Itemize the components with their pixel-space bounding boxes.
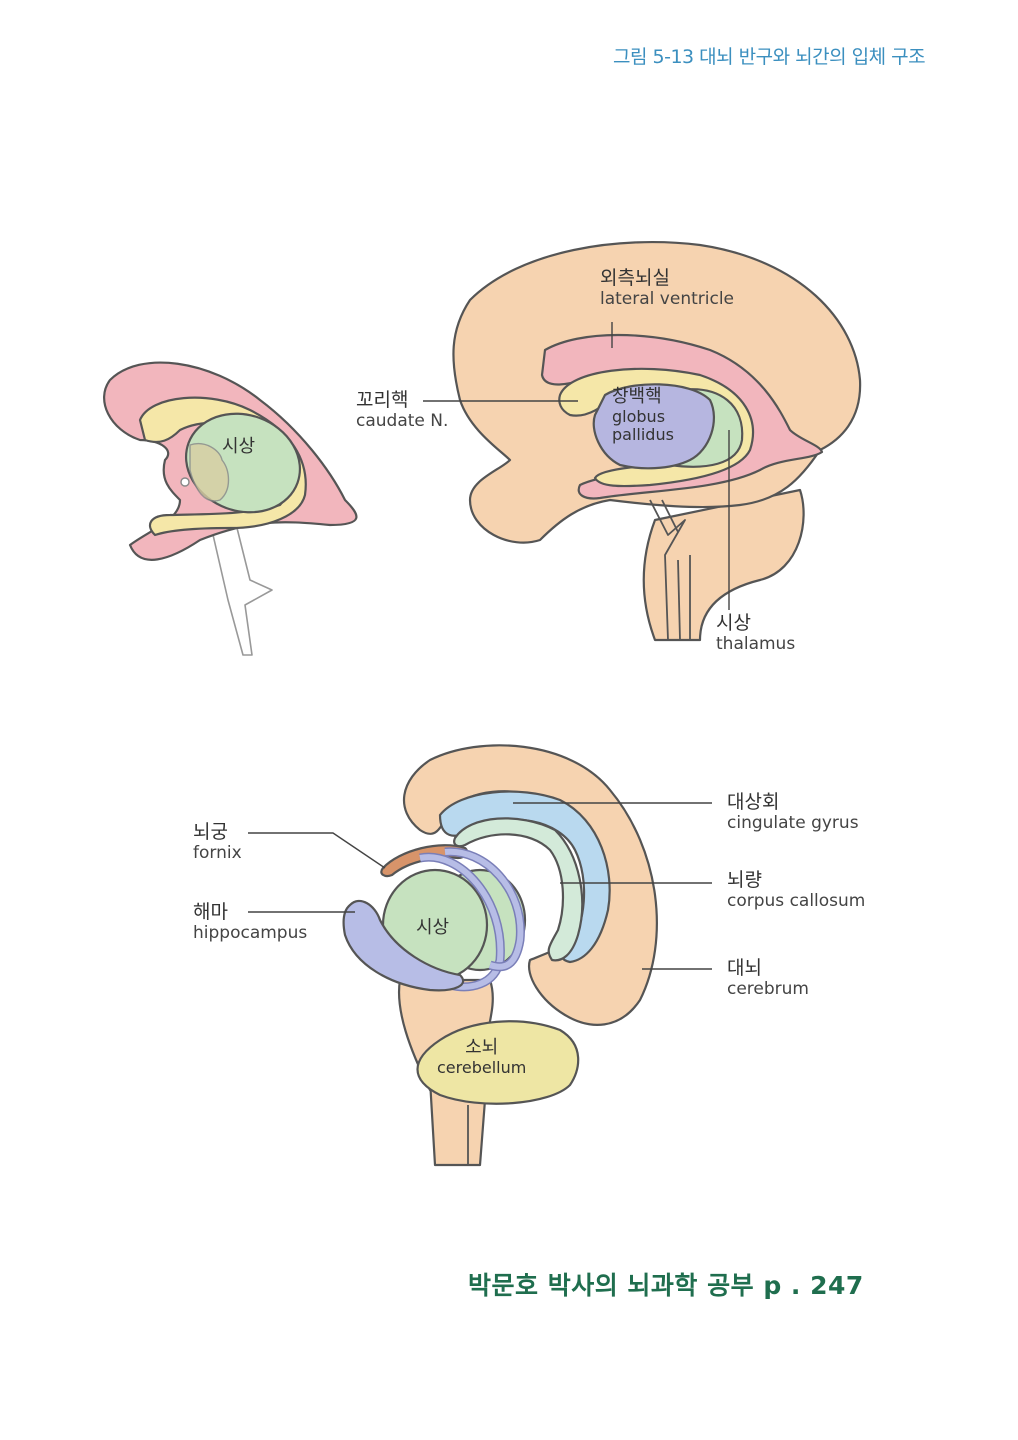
label-thalamus-right: 시상 thalamus: [716, 612, 796, 654]
callosum-en: corpus callosum: [727, 890, 866, 911]
cerebrum-ko: 대뇌: [727, 957, 762, 979]
bottom-callosum: [453, 817, 584, 962]
globus-pallidus-ko: 창백핵: [612, 386, 662, 407]
bottom-thalamus-label: 시상: [416, 917, 450, 939]
lateral-ventricle-en: lateral ventricle: [600, 288, 734, 309]
fornix-ko: 뇌궁: [193, 821, 228, 843]
label-cerebrum: 대뇌 cerebrum: [727, 957, 809, 999]
lateral-ventricle-ko: 외측뇌실: [600, 267, 670, 289]
label-hippocampus: 해마 hippocampus: [193, 901, 308, 943]
label-globus-pallidus: 창백핵 globus pallidus: [612, 386, 674, 445]
cerebellum-en: cerebellum: [437, 1057, 527, 1077]
callosum-ko: 뇌량: [727, 869, 762, 891]
bottom-thalamus-ko: 시상: [416, 917, 450, 938]
label-fornix: 뇌궁 fornix: [193, 821, 242, 863]
thalamus-ko: 시상: [716, 612, 751, 634]
leader-lines: [248, 322, 730, 970]
bottom-figure: [342, 744, 658, 1167]
bottom-hippocampus: [342, 899, 465, 992]
label-cingulate: 대상회 cingulate gyrus: [727, 791, 859, 833]
cingulate-ko: 대상회: [727, 791, 780, 813]
bottom-cerebellum: [416, 1020, 580, 1105]
fornix-en: fornix: [193, 842, 242, 863]
hippocampus-ko: 해마: [193, 901, 228, 923]
caudate-en: caudate N.: [356, 410, 449, 431]
globus-pallidus-en2: pallidus: [612, 425, 674, 445]
label-caudate: 꼬리핵 caudate N.: [356, 389, 449, 431]
caudate-ko: 꼬리핵: [356, 389, 409, 411]
source-footer: 박문호 박사의 뇌과학 공부 p . 247: [468, 1271, 864, 1300]
cerebellum-ko: 소뇌: [465, 1037, 499, 1058]
right-globus-pallidus: [592, 383, 715, 470]
label-cerebellum: 소뇌 cerebellum: [437, 1037, 527, 1077]
figure-caption: 그림 5-13 대뇌 반구와 뇌간의 입체 구조: [613, 46, 926, 68]
globus-pallidus-en1: globus: [612, 406, 666, 426]
left-thalamus-overlap: [189, 443, 230, 502]
left-brainstem: [204, 499, 273, 656]
label-callosum: 뇌량 corpus callosum: [727, 869, 866, 911]
right-figure: [452, 240, 862, 642]
label-lateral-ventricle: 외측뇌실 lateral ventricle: [600, 267, 734, 309]
cerebrum-en: cerebrum: [727, 978, 809, 999]
right-brainstem: [642, 488, 805, 642]
thalamus-en: thalamus: [716, 633, 796, 654]
left-figure: [103, 361, 358, 656]
left-thalamus-ko: 시상: [222, 436, 256, 457]
cingulate-en: cingulate gyrus: [727, 812, 859, 833]
hippocampus-en: hippocampus: [193, 922, 308, 943]
left-thalamus-label: 시상: [222, 436, 256, 458]
